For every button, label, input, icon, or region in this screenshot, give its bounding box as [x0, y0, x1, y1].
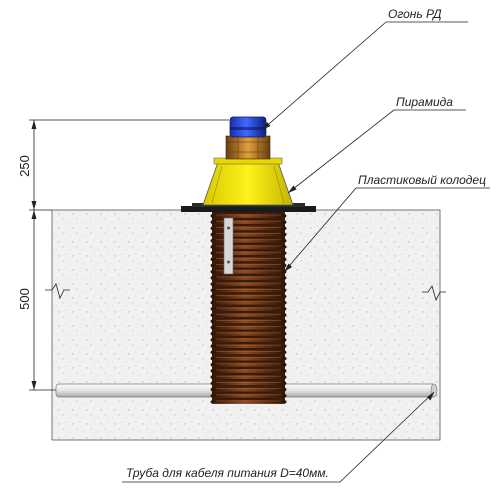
leader-pyramid [287, 109, 466, 194]
well-rib [210, 238, 287, 243]
light-body [225, 135, 271, 160]
well-rib [210, 387, 287, 392]
break-line-left [45, 283, 70, 300]
dimension-lines [29, 119, 229, 391]
well-rib [210, 393, 287, 398]
well-rib [210, 350, 287, 355]
break-line-right [422, 285, 446, 302]
mounting-strap [223, 217, 234, 275]
base-flange [181, 206, 316, 212]
leader-light [261, 21, 468, 131]
well-rib [210, 344, 287, 349]
well-rib [210, 319, 287, 324]
well-rib [210, 369, 287, 373]
well-rib [210, 331, 287, 336]
well-rib [210, 325, 287, 330]
well-rib [210, 375, 287, 380]
well-rib [210, 400, 287, 404]
well-rib [210, 282, 287, 287]
label-pipe: Труба для кабеля питания D=40мм. [126, 466, 329, 480]
label-light: Огонь РД [388, 7, 442, 21]
well-rib [210, 232, 287, 237]
well-rib [210, 294, 287, 299]
label-well: Пластиковый колодец [358, 173, 486, 187]
well-rib [210, 214, 287, 218]
well-rib [210, 338, 287, 342]
leader-pipe [122, 391, 435, 483]
pyramid [202, 161, 294, 206]
label-pyramid: Пирамида [396, 95, 453, 109]
well-rib [210, 288, 287, 293]
well-rib [210, 313, 287, 318]
well-rib [210, 356, 287, 361]
dimension-lower: 500 [17, 288, 32, 310]
well-rib [210, 362, 287, 367]
plastic-well [210, 212, 287, 404]
well-rib [210, 220, 287, 225]
well-rib [210, 307, 287, 311]
leader-well [283, 187, 490, 273]
well-rib [210, 257, 287, 262]
well-rib [210, 300, 287, 305]
well-rib [210, 251, 287, 256]
well-rib [210, 245, 287, 249]
well-rib [210, 276, 287, 280]
well-rib [210, 381, 287, 386]
well-rib [210, 226, 287, 231]
well-rib [210, 269, 287, 274]
well-rib [210, 263, 287, 268]
dimension-upper: 250 [17, 155, 32, 177]
